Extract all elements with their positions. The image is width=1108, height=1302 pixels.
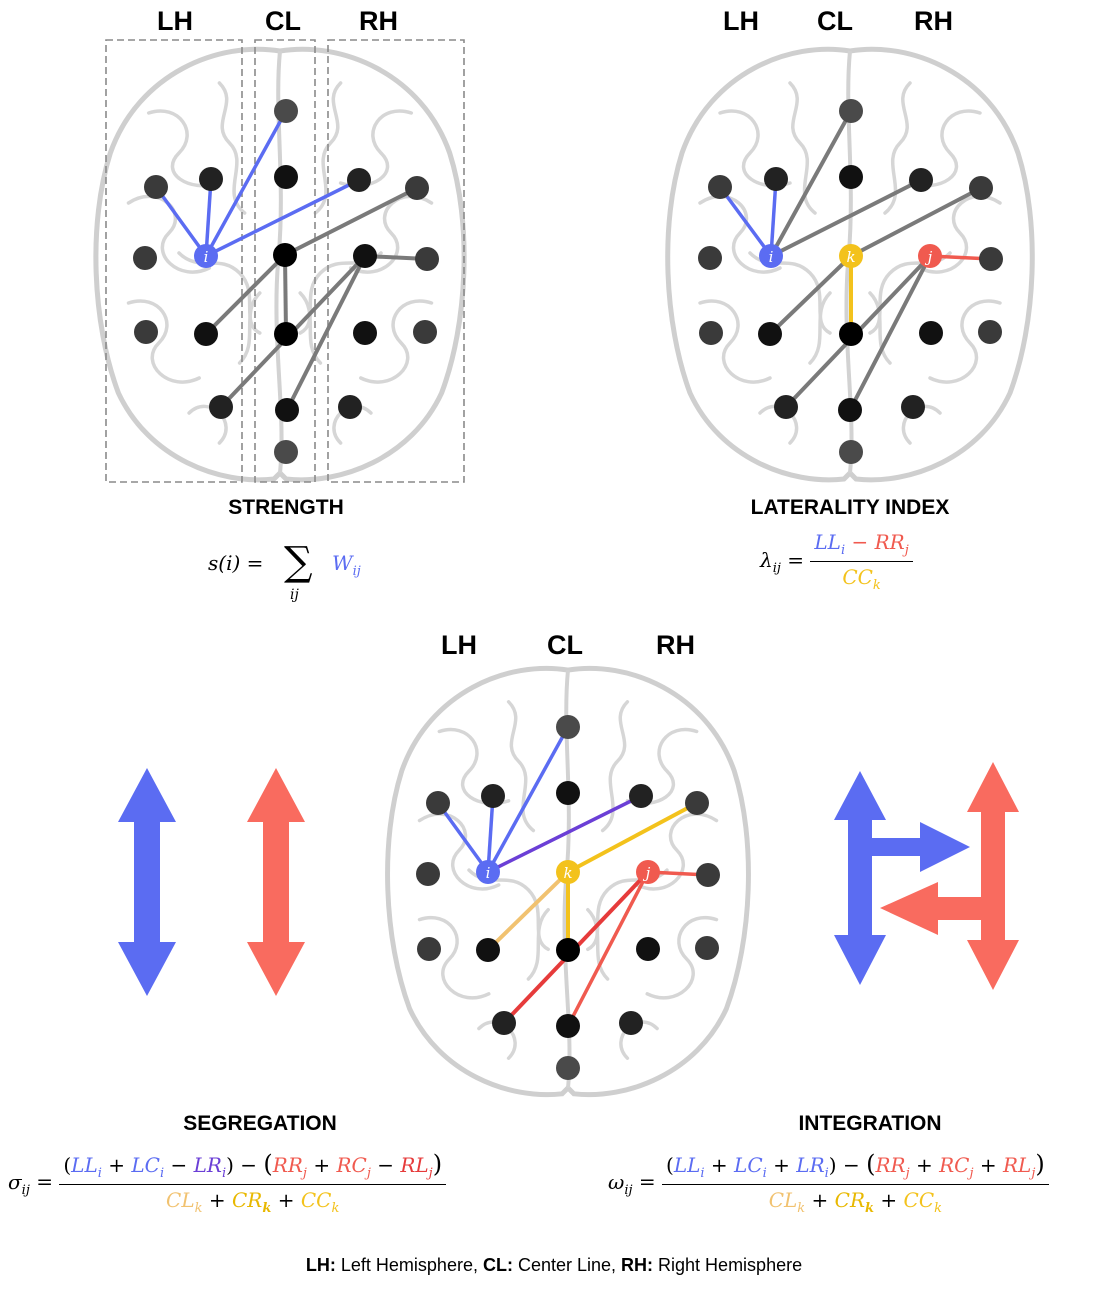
- panel3-cl-label: CL: [547, 630, 583, 660]
- node-j-label-2: j: [925, 248, 933, 266]
- strength-panel: i: [96, 39, 465, 483]
- node-k-label-2: k: [846, 248, 855, 266]
- sum-symbol: ∑: [284, 539, 313, 585]
- panel3-lh-label: LH: [441, 630, 477, 660]
- node-j-label-3: j: [643, 864, 651, 882]
- panel3-rh-label: RH: [656, 630, 695, 660]
- purple-edge-3: [487, 794, 642, 874]
- node-j-3: [636, 860, 660, 884]
- panel1-lh-label: LH: [157, 6, 193, 36]
- segregation-arrows: [118, 768, 305, 996]
- node-k-label-3: k: [563, 864, 572, 882]
- node-i-label-1: i: [204, 248, 209, 266]
- node-i-2: [759, 244, 783, 268]
- node-j-2: [918, 244, 942, 268]
- panel1-rh-label: RH: [359, 6, 398, 36]
- cl-region-box: [254, 39, 316, 483]
- integration-formula: ωij = (LLi + LCi + LRi) − (RRj + RCj + R…: [608, 1150, 1049, 1216]
- blue-double-arrow: [118, 768, 176, 996]
- integration-fraction: (LLi + LCi + LRi) − (RRj + RCj + RLj) CL…: [662, 1150, 1049, 1216]
- nodes-2: i k j: [698, 99, 1003, 464]
- red-edge-3c: [566, 871, 650, 1027]
- segregation-fraction: (LLi + LCi − LRi) − (RRj + RCj − RLj) CL…: [59, 1150, 447, 1216]
- lh-region-box: [105, 39, 243, 483]
- strength-term: Wij: [332, 551, 361, 579]
- segregation-formula: σij = (LLi + LCi − LRi) − (RRj + RCj − R…: [8, 1150, 447, 1216]
- legend-cl-text: Center Line,: [512, 1255, 622, 1275]
- laterality-title: LATERALITY INDEX: [750, 496, 950, 519]
- sum-subscript: ij: [290, 587, 299, 603]
- panel2-lh-label: LH: [723, 6, 759, 36]
- blue-edges-1: [154, 110, 360, 258]
- blue-h-arrow: [834, 771, 970, 985]
- legend-rh-text: Right Hemisphere: [653, 1255, 803, 1275]
- strength-title: STRENGTH: [228, 496, 344, 519]
- blue-edges-3: [436, 726, 570, 874]
- laterality-panel: i k j: [668, 49, 1033, 480]
- node-k-3: [556, 860, 580, 884]
- panel1-cl-label: CL: [265, 6, 301, 36]
- legend-lh-key: LH:: [305, 1255, 336, 1275]
- legend-rh-key: RH:: [621, 1255, 654, 1275]
- nodes-1: i: [133, 99, 439, 464]
- red-double-arrow: [247, 768, 305, 996]
- node-i-1: [194, 244, 218, 268]
- segregation-title: SEGREGATION: [183, 1112, 337, 1135]
- light-gold-edge-3: [486, 870, 570, 952]
- legend-lh-text: Left Hemisphere,: [335, 1255, 483, 1275]
- laterality-fraction: LLi − RRj CCk: [810, 530, 913, 593]
- node-k-2: [839, 244, 863, 268]
- rh-region-box: [327, 39, 465, 483]
- laterality-formula: λij = LLi − RRj CCk: [760, 530, 913, 593]
- blue-edges-2: [718, 178, 778, 258]
- panel2-rh-label: RH: [914, 6, 953, 36]
- bottom-panel: i k j: [388, 668, 749, 1094]
- node-i-label-3: i: [486, 864, 491, 882]
- node-i-label-2: i: [769, 248, 774, 266]
- nodes-3: i k j: [416, 715, 720, 1080]
- laterality-lhs: λij: [760, 548, 781, 576]
- legend-footer: LH: Left Hemisphere, CL: Center Line, RH…: [0, 1255, 1108, 1276]
- legend-cl-key: CL:: [482, 1255, 513, 1275]
- red-h-arrow: [880, 762, 1019, 990]
- panel2-cl-label: CL: [817, 6, 853, 36]
- strength-lhs: s(i) =: [208, 551, 264, 575]
- gold-edge-3a: [567, 801, 698, 874]
- integration-arrows: [834, 762, 1019, 990]
- integration-title: INTEGRATION: [798, 1112, 942, 1135]
- node-i-3: [476, 860, 500, 884]
